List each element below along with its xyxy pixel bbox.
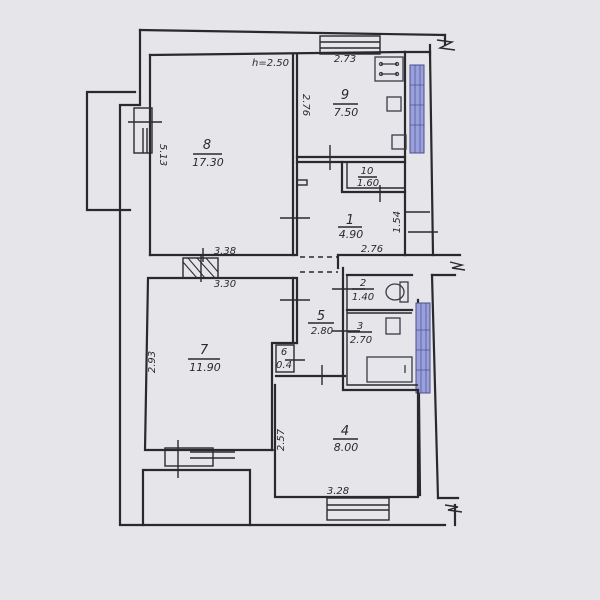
radiator-top [409,64,425,154]
dim-room1-depth: 1.54 [392,211,403,233]
room-3-number: 3 [357,321,363,332]
room-1-number: 1 [346,213,354,228]
room-5-number: 5 [317,309,325,324]
room-1-area: 4.90 [339,228,364,241]
dim-room8-depth: 5.13 [157,144,168,166]
room-labels: h=2.50 8 17.30 9 7.50 10 1.60 1 4.90 2 1… [188,58,379,454]
radiator-bottom [415,302,431,394]
room-6-number: 6 [281,347,287,358]
room-7 [143,255,310,452]
room-8-area: 17.30 [192,156,224,169]
room-6-closet [270,341,347,452]
room-10-number: 10 [361,166,374,177]
room-2-area: 1.40 [352,292,374,303]
room-3-area: 2.70 [350,335,372,346]
room-6-area: 0.4 [276,360,292,371]
room-8 [148,248,297,262]
room-9-kitchen [295,56,407,170]
room-3-bathroom [332,317,413,383]
room-7-number: 7 [200,343,209,358]
dim-room9-depth: 2.76 [300,94,311,116]
room-2-number: 2 [360,278,366,289]
dim-room9-width: 2.73 [334,54,356,65]
dimension-labels: 2.73 2.76 5.13 3.38 3.30 2.93 2.76 1.54 … [147,54,403,497]
dim-room7-width: 3.30 [214,279,236,290]
toilet-icon [385,283,405,301]
dim-room1-width: 2.76 [361,244,383,255]
room-9-number: 9 [341,88,349,103]
outer-walls [85,28,466,527]
room-4 [272,383,420,499]
dim-room4-depth: 2.57 [276,428,287,451]
room-5-area: 2.80 [311,326,333,337]
room-10-area: 1.60 [357,178,379,189]
room-1-hall [300,211,438,273]
stove-icon [374,56,404,82]
bathtub-icon [366,356,413,383]
room-10-pantry [340,160,407,202]
room-4-area: 8.00 [334,441,359,454]
room-4-number: 4 [341,424,349,439]
room-9-area: 7.50 [334,106,359,119]
washbasin-icon [385,317,401,335]
ceiling-height-label: h=2.50 [252,58,289,69]
windows [128,35,390,521]
boiler-icon [386,96,402,112]
room-7-area: 11.90 [189,361,221,374]
partition-8-9 [280,53,310,257]
storage-box [141,468,252,527]
dim-room4-width: 3.28 [327,486,349,497]
room-8-number: 8 [203,138,211,153]
dim-room8-width: 3.38 [214,246,236,257]
dim-room7-depth: 2.93 [147,351,158,373]
sink-icon [391,134,407,150]
